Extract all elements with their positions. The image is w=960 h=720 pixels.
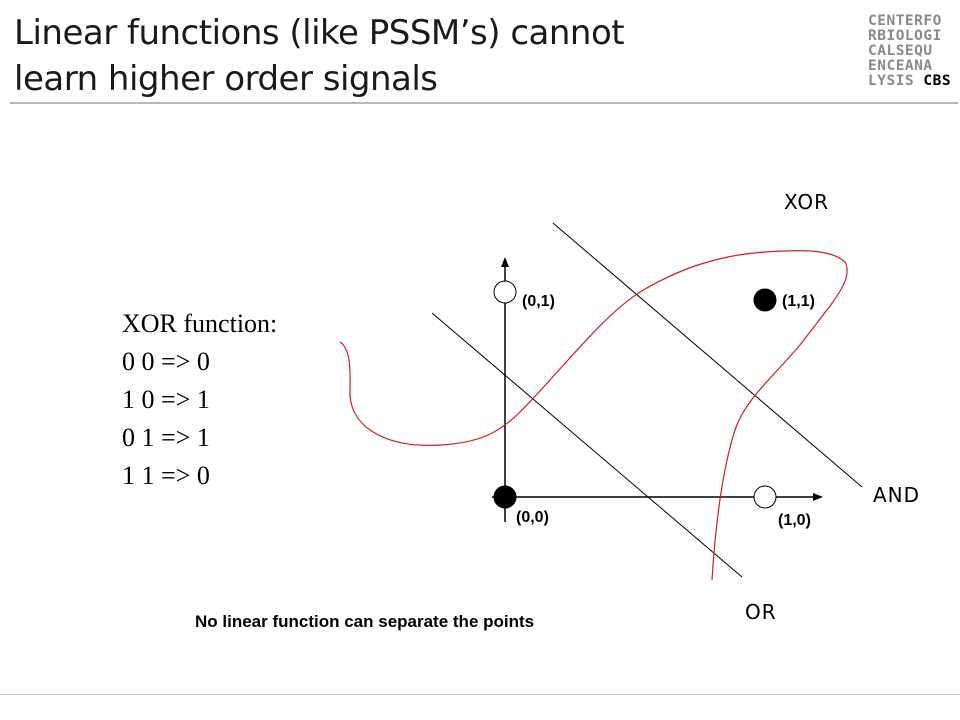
point-label: (0,1) (522, 293, 555, 310)
logo-row: ENCEANA (868, 58, 933, 74)
xor-function-row: 1 0 => 1 (122, 385, 210, 414)
title-divider (10, 102, 958, 104)
logo-row: RBIOLOGI (868, 28, 942, 44)
point-0-1-open (493, 280, 517, 304)
logo-row: CALSEQU (868, 43, 933, 59)
point-0-0-filled (493, 485, 517, 509)
xor-function-table: XOR function: 0 0 => 0 1 0 => 1 0 1 => 1… (122, 305, 277, 495)
xor-function-row: 0 1 => 1 (122, 423, 210, 452)
title-line-2: learn higher order signals (14, 59, 438, 99)
logo-row: LYSIS CBS (868, 74, 958, 89)
logo-brand: CBS (923, 73, 952, 89)
and-separator-line (552, 222, 863, 488)
xor-curve (339, 250, 848, 581)
title-line-1: Linear functions (like PSSM’s) cannot (14, 13, 625, 53)
xor-function-heading: XOR function: (122, 309, 278, 338)
xor-function-row: 1 1 => 0 (122, 461, 210, 490)
xor-label: XOR (784, 190, 829, 214)
point-label: (1,0) (778, 512, 811, 529)
xor-function-row: 0 0 => 0 (122, 347, 210, 376)
caption: No linear function can separate the poin… (195, 612, 534, 631)
cbs-logo: CENTERFO RBIOLOGI CALSEQU ENCEANA LYSIS … (868, 14, 958, 89)
point-label: (1,1) (782, 293, 815, 310)
logo-row: CENTERFO (868, 13, 942, 29)
point-1-0-open (753, 485, 777, 509)
or-label: OR (745, 600, 777, 624)
or-separator-line (431, 312, 743, 578)
page-title: Linear functions (like PSSM’s) cannot le… (14, 10, 714, 102)
and-label: AND (873, 483, 920, 507)
point-1-1-filled (753, 288, 777, 312)
logo-row-prefix: LYSIS (868, 73, 915, 89)
point-label: (0,0) (516, 509, 549, 526)
footer-divider (0, 694, 960, 695)
